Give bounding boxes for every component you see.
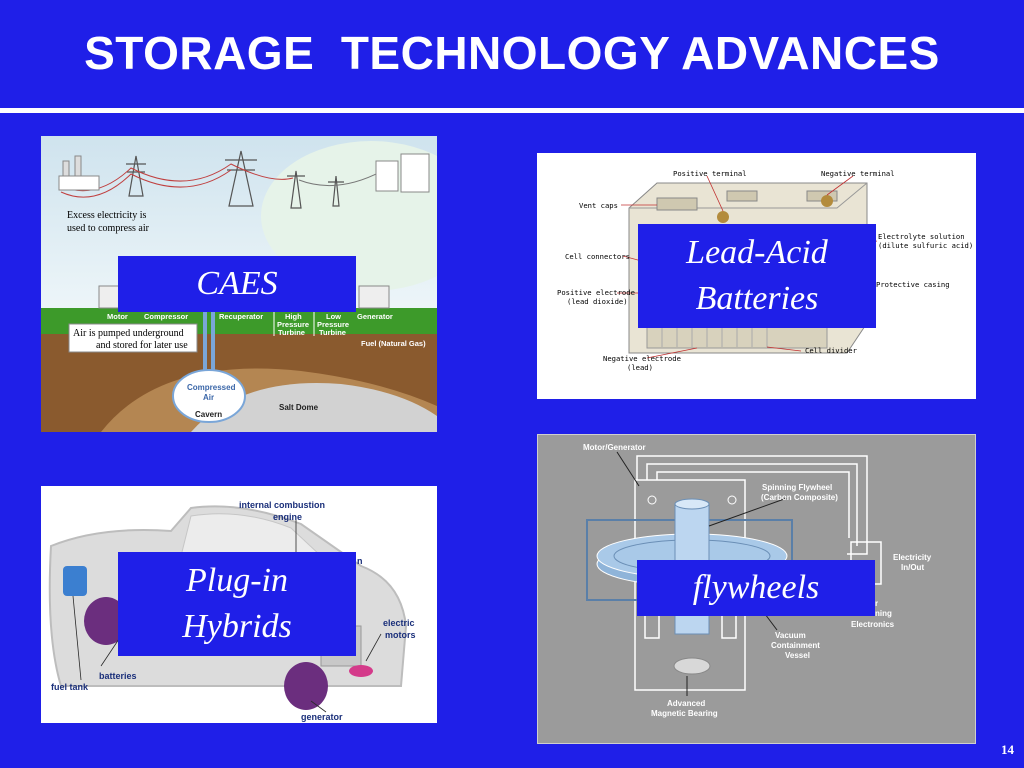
caes-label-low-2: Pressure bbox=[317, 320, 349, 329]
flywheel-label-motor-generator: Motor/Generator bbox=[583, 443, 646, 452]
battery-label-vent-caps: Vent caps bbox=[579, 201, 618, 210]
battery-label-negative-electrode-2: (lead) bbox=[627, 363, 653, 372]
flywheel-label-spinning-1: Spinning Flywheel bbox=[762, 483, 832, 492]
flywheel-label-r-fragment: r bbox=[875, 599, 878, 608]
caes-note-pumped-line2: and stored for later use bbox=[96, 340, 188, 351]
battery-label-positive-electrode-2: (lead dioxide) bbox=[567, 297, 628, 306]
caes-label-cavern: Cavern bbox=[195, 410, 222, 419]
battery-label-electrolyte-1: Electrolyte solution bbox=[878, 232, 965, 241]
hybrid-label-fuel-tank: fuel tank bbox=[51, 682, 89, 692]
caes-label-fuel: Fuel (Natural Gas) bbox=[361, 339, 426, 348]
hybrid-label-generator: generator bbox=[301, 712, 343, 722]
hybrid-label-batteries: batteries bbox=[99, 671, 137, 681]
battery-label-negative-terminal: Negative terminal bbox=[821, 169, 895, 178]
caes-label-low-1: Low bbox=[326, 312, 341, 321]
battery-label-positive-electrode-1: Positive electrode bbox=[557, 288, 635, 297]
hybrid-callout-line2: Hybrids bbox=[182, 608, 292, 645]
flywheel-label-advanced-1: Advanced bbox=[667, 699, 705, 708]
flywheel-label-spinning-2: (Carbon Composite) bbox=[761, 493, 838, 502]
title-divider bbox=[0, 108, 1024, 113]
hybrid-callout-line1: Plug-in bbox=[186, 562, 288, 599]
caes-label-compressed-2: Air bbox=[203, 393, 214, 402]
battery-label-cell-connectors: Cell connectors bbox=[565, 252, 630, 261]
caes-callout-text: CAES bbox=[196, 265, 278, 302]
lead-acid-callout-line1: Lead-Acid bbox=[686, 234, 828, 271]
battery-label-protective-casing: Protective casing bbox=[876, 280, 950, 289]
caes-note-pumped-line1: Air is pumped underground bbox=[73, 328, 184, 339]
caes-label-high-1: High bbox=[285, 312, 302, 321]
caes-label-high-2: Pressure bbox=[277, 320, 309, 329]
slide-title: STORAGE TECHNOLOGY ADVANCES bbox=[84, 27, 940, 79]
caes-note-excess-line2: used to compress air bbox=[67, 223, 150, 234]
battery-label-positive-terminal: Positive terminal bbox=[673, 169, 747, 178]
hybrid-label-electric-1: electric bbox=[383, 618, 415, 628]
hybrid-callout: Plug-in Hybrids bbox=[118, 552, 356, 656]
flywheel-callout-text: flywheels bbox=[692, 569, 820, 606]
flywheel-label-electricity-2: In/Out bbox=[901, 563, 924, 572]
flywheel-label-vacuum-3: Vessel bbox=[785, 651, 810, 660]
caes-image: Excess electricity is used to compress a… bbox=[41, 136, 437, 432]
hybrid-label-ice-2: engine bbox=[273, 512, 302, 522]
flywheel-label-ning: ning bbox=[875, 609, 892, 618]
flywheel-label-advanced-2: Magnetic Bearing bbox=[651, 709, 718, 718]
slide-number: 14 bbox=[1001, 742, 1014, 757]
caes-callout: CAES bbox=[118, 256, 356, 312]
caes-label-compressed-1: Compressed bbox=[187, 383, 236, 392]
caes-label-high-3: Turbine bbox=[278, 328, 305, 337]
hybrid-label-n-fragment: n bbox=[357, 556, 363, 566]
flywheel-callout: flywheels bbox=[637, 560, 875, 616]
flywheel-label-electricity-1: Electricity bbox=[893, 553, 932, 562]
battery-label-electrolyte-2: (dilute sulfuric acid) bbox=[878, 241, 973, 250]
caes-label-motor: Motor bbox=[107, 312, 128, 321]
caes-note-excess-line1: Excess electricity is bbox=[67, 210, 147, 221]
lead-acid-callout-line2: Batteries bbox=[695, 280, 819, 317]
caes-label-salt-dome: Salt Dome bbox=[279, 403, 319, 412]
battery-label-cell-divider: Cell divider bbox=[805, 346, 858, 355]
lead-acid-callout: Lead-Acid Batteries bbox=[638, 224, 876, 328]
caes-label-compressor: Compressor bbox=[144, 312, 188, 321]
hybrid-label-ice-1: internal combustion bbox=[239, 500, 325, 510]
caes-label-generator: Generator bbox=[357, 312, 393, 321]
hybrid-label-electric-2: motors bbox=[385, 630, 416, 640]
caes-label-low-3: Turbine bbox=[319, 328, 346, 337]
battery-label-negative-electrode-1: Negative electrode bbox=[603, 354, 681, 363]
flywheel-label-vacuum-1: Vacuum bbox=[775, 631, 806, 640]
caes-label-recuperator: Recuperator bbox=[219, 312, 263, 321]
flywheel-label-vacuum-2: Containment bbox=[771, 641, 820, 650]
flywheel-label-electronics: Electronics bbox=[851, 620, 895, 629]
